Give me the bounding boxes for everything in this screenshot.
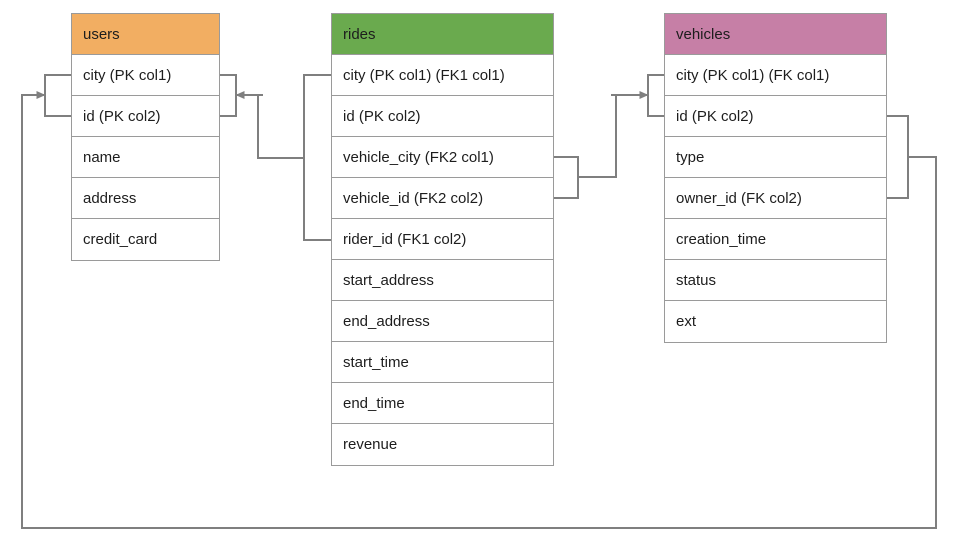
table-rides[interactable]: rides city (PK col1) (FK1 col1) id (PK c… [331,13,554,466]
edge-rides-vehicle-link [577,94,617,178]
edge-vehicles-owner-source-bracket [886,115,909,199]
table-vehicles-column-owner-id[interactable]: owner_id (FK col2) [665,178,886,219]
table-rides-column-vehicle-city[interactable]: vehicle_city (FK2 col1) [332,137,553,178]
table-vehicles-header: vehicles [665,14,886,55]
edge-users-target-bracket-right [219,74,237,117]
edge-rides-rider-to-users-source-bracket [303,74,332,241]
table-vehicles-column-creation-time[interactable]: creation_time [665,219,886,260]
table-rides-header: rides [332,14,553,55]
table-rides-column-end-address[interactable]: end_address [332,301,553,342]
table-users[interactable]: users city (PK col1) id (PK col2) name a… [71,13,220,261]
table-rides-column-rider-id[interactable]: rider_id (FK1 col2) [332,219,553,260]
table-vehicles-column-type[interactable]: type [665,137,886,178]
table-rides-column-revenue[interactable]: revenue [332,424,553,465]
table-rides-column-vehicle-id[interactable]: vehicle_id (FK2 col2) [332,178,553,219]
table-rides-column-start-time[interactable]: start_time [332,342,553,383]
table-rides-column-start-address[interactable]: start_address [332,260,553,301]
table-users-header: users [72,14,219,55]
table-vehicles-column-status[interactable]: status [665,260,886,301]
table-vehicles[interactable]: vehicles city (PK col1) (FK col1) id (PK… [664,13,887,343]
edge-rides-rider-to-users-link [257,94,305,159]
table-vehicles-column-id[interactable]: id (PK col2) [665,96,886,137]
table-rides-column-end-time[interactable]: end_time [332,383,553,424]
table-vehicles-column-ext[interactable]: ext [665,301,886,342]
edge-rides-vehicle-source-bracket [553,156,579,199]
table-users-column-credit-card[interactable]: credit_card [72,219,219,260]
edge-users-target-bracket-left [44,74,72,117]
edge-vehicles-target-bracket-left [647,74,665,117]
table-users-column-name[interactable]: name [72,137,219,178]
table-rides-column-city[interactable]: city (PK col1) (FK1 col1) [332,55,553,96]
table-rides-column-id[interactable]: id (PK col2) [332,96,553,137]
table-vehicles-column-city[interactable]: city (PK col1) (FK col1) [665,55,886,96]
table-users-column-address[interactable]: address [72,178,219,219]
table-users-column-id[interactable]: id (PK col2) [72,96,219,137]
table-users-column-city[interactable]: city (PK col1) [72,55,219,96]
